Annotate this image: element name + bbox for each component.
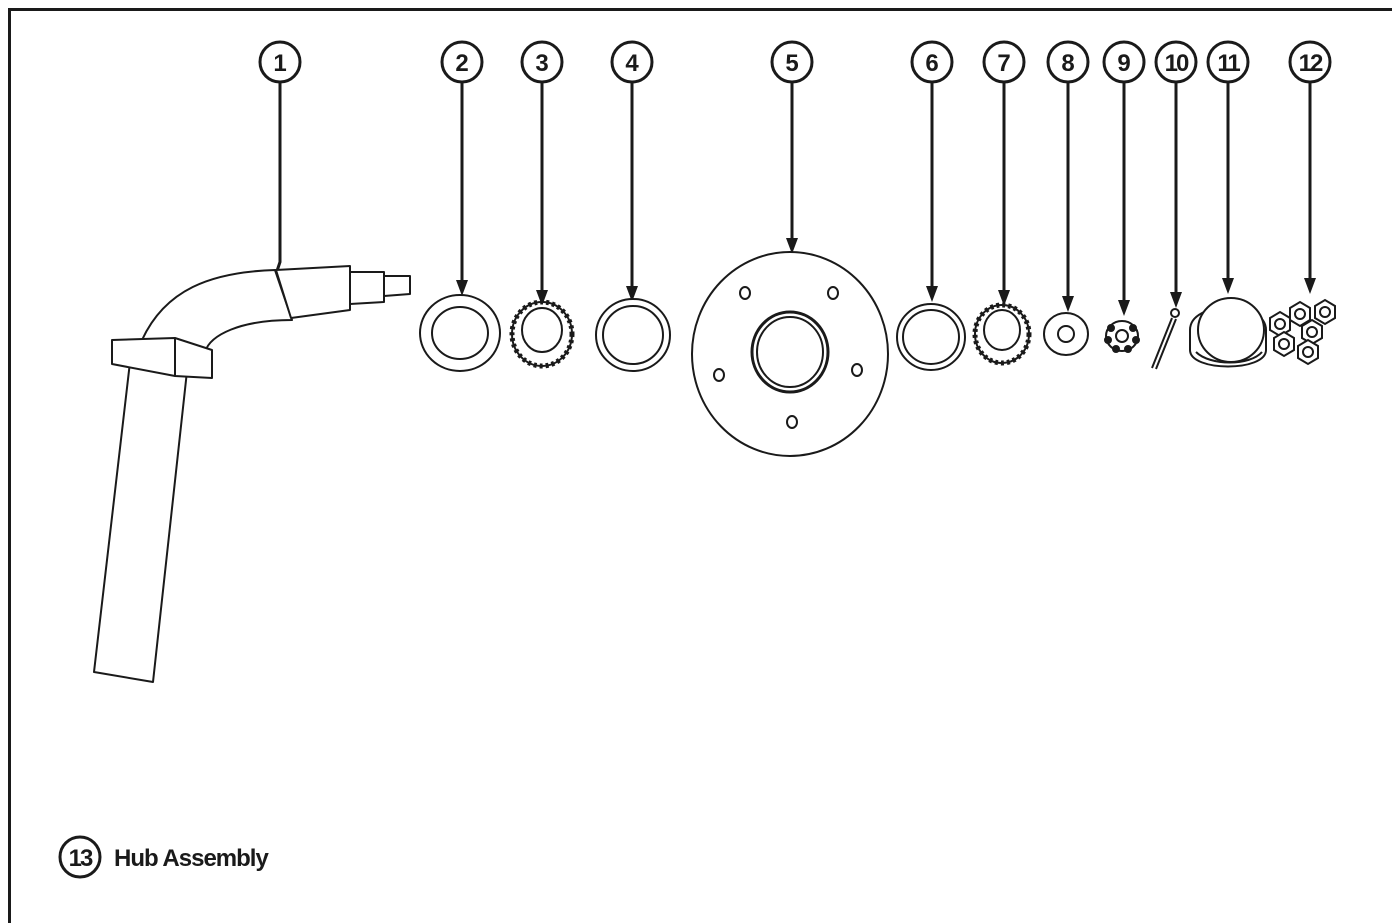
arrowhead-5 <box>786 238 798 254</box>
leader-line-1 <box>268 82 282 293</box>
callout-3: 3 <box>520 40 564 306</box>
roller-bearing-icon <box>972 302 1032 366</box>
castle-nut-icon <box>1104 320 1140 353</box>
footer-callout-circle <box>58 835 102 879</box>
callout-6: 6 <box>910 40 954 302</box>
callout-3-number: 3 <box>535 50 548 77</box>
callout-1-number: 1 <box>273 50 286 77</box>
arrowhead-2 <box>456 280 468 296</box>
cotter-pin-icon <box>1151 308 1180 370</box>
arrowhead-8 <box>1062 296 1074 312</box>
callout-8: 8 <box>1046 40 1090 312</box>
arrowhead-3 <box>536 290 548 306</box>
callout-12: 12 <box>1288 40 1332 294</box>
callout-9-number: 9 <box>1117 50 1130 77</box>
callout-11: 11 <box>1206 40 1250 294</box>
callout-4-number: 4 <box>625 50 639 77</box>
footer-label: Hub Assembly <box>114 845 269 872</box>
arrowhead-12 <box>1304 278 1316 294</box>
callout-10-number: 10 <box>1165 50 1189 77</box>
washer-icon <box>1043 312 1089 356</box>
callout-4: 4 <box>610 40 654 302</box>
arrowhead-9 <box>1118 300 1130 316</box>
callout-12-number: 12 <box>1299 50 1323 77</box>
footer-title: 13 Hub Assembly <box>58 835 270 879</box>
callout-5-number: 5 <box>785 50 798 77</box>
callout-5: 5 <box>770 40 814 254</box>
hub-flange-icon <box>691 251 889 457</box>
callout-9: 9 <box>1102 40 1146 316</box>
callout-7: 7 <box>982 40 1026 306</box>
bearing-cup-icon <box>896 303 966 371</box>
callout-8-number: 8 <box>1061 50 1074 77</box>
callout-10: 10 <box>1154 40 1198 308</box>
seal-icon <box>419 294 501 372</box>
dust-cap-icon <box>1189 297 1267 368</box>
lug-nuts-icon <box>1269 298 1336 366</box>
callout-1: 1 <box>258 40 302 298</box>
arrowhead-4 <box>626 286 638 302</box>
roller-bearing-icon <box>509 299 575 369</box>
callout-6-number: 6 <box>925 50 938 77</box>
callout-2-number: 2 <box>455 50 468 77</box>
arrowhead-7 <box>998 290 1010 306</box>
arrowhead-10 <box>1170 292 1182 308</box>
footer-number: 13 <box>69 845 93 872</box>
spindle-icon <box>93 265 411 683</box>
arrowhead-6 <box>926 286 938 302</box>
arrowhead-11 <box>1222 278 1234 294</box>
callout-7-number: 7 <box>997 50 1010 77</box>
callout-2: 2 <box>440 40 484 296</box>
callout-11-number: 11 <box>1217 50 1240 77</box>
diagram-frame <box>8 8 1392 923</box>
bearing-cup-icon <box>595 298 671 372</box>
